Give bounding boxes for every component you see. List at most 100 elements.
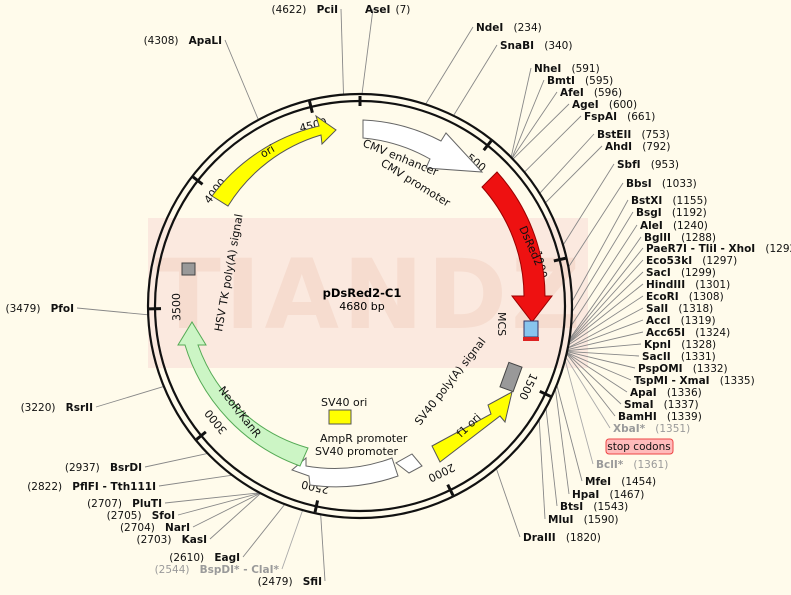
site-leader <box>425 26 474 105</box>
site-position: (1467) <box>609 489 644 501</box>
site-name: BclI* <box>596 459 624 471</box>
site-label: (2610) EagI <box>169 546 240 565</box>
site-name: ApaI <box>630 387 657 399</box>
site-label: BmtI (595) <box>547 69 613 88</box>
site-name: BsgI <box>636 207 662 219</box>
site-label: AleI (1240) <box>640 214 708 233</box>
label-sv40-ori: SV40 ori <box>321 396 367 409</box>
site-label: (4622) PciI <box>271 0 338 17</box>
site-position: (1292) <box>765 243 791 255</box>
site-name: ApaLI <box>189 35 222 47</box>
site-name: BstEII <box>597 129 631 141</box>
ori-arrow <box>211 114 337 207</box>
site-leader <box>566 352 622 405</box>
site-position: (1301) <box>695 279 730 291</box>
site-name: AccI <box>646 315 670 327</box>
site-name: AhdI <box>605 141 632 153</box>
scale-tick <box>446 483 455 497</box>
site-position: (1308) <box>689 291 724 303</box>
site-leader <box>545 407 558 507</box>
site-label: BglII (1288) <box>644 226 716 245</box>
site-label: (2703) KasI <box>137 528 207 547</box>
site-name: SbfI <box>617 159 641 171</box>
site-position: (1337) <box>664 399 699 411</box>
site-label: Acc65I (1324) <box>646 321 730 340</box>
site-name: KpnI <box>644 339 671 351</box>
site-position: (340) <box>544 40 572 52</box>
site-name: SfiI <box>303 576 322 588</box>
label-sv40-promoter: SV40 promoter <box>315 445 399 458</box>
site-name: Acc65I <box>646 327 685 339</box>
site-label: ApaI (1336) <box>630 381 702 400</box>
site-label: PspOMI (1332) <box>638 357 728 376</box>
site-leader <box>192 492 261 528</box>
site-label: HindIII (1301) <box>646 273 730 292</box>
label-ori: ori <box>258 142 277 160</box>
site-label: BsgI (1192) <box>636 201 707 220</box>
site-name: PluTI <box>132 498 162 510</box>
site-leader <box>144 453 208 468</box>
site-label: (3220) RsrII <box>21 396 93 415</box>
site-position: (3220) <box>21 402 56 414</box>
site-name: NdeI <box>476 22 503 34</box>
site-position: (4622) <box>271 4 306 16</box>
site-label: SalI (1318) <box>646 297 713 316</box>
site-leader <box>568 182 624 268</box>
site-name: KasI <box>182 534 207 546</box>
site-leader <box>567 307 644 349</box>
scale-tick <box>195 430 207 441</box>
site-position: (1335) <box>720 375 755 387</box>
scale-tick <box>308 100 314 114</box>
site-name: SfoI <box>152 510 175 522</box>
site-position: (1332) <box>693 363 728 375</box>
site-position: (234) <box>514 22 542 34</box>
site-name: PflFI - Tth111I <box>72 481 156 493</box>
site-leader <box>568 259 644 343</box>
restriction-sites: AseI (7)NdeI (234)SnaBI (340)NheI (591)B… <box>6 0 791 588</box>
site-name: SalI <box>646 303 668 315</box>
site-name: HindIII <box>646 279 685 291</box>
scale-tick <box>553 256 566 263</box>
site-position: (1318) <box>678 303 713 315</box>
site-position: (1155) <box>672 195 707 207</box>
mcs-stop-bar <box>523 337 539 341</box>
site-leader <box>554 388 570 495</box>
site-leader <box>524 115 582 173</box>
site-name: BbsI <box>626 178 652 190</box>
site-name: MfeI <box>585 476 611 488</box>
site-name: EagI <box>214 552 240 564</box>
site-leader <box>566 351 636 369</box>
site-leader <box>511 91 558 159</box>
site-label: BtsI (1543) <box>560 495 628 514</box>
plasmid-size: 4680 bp <box>339 300 384 313</box>
site-label: (4308) ApaLI <box>144 29 222 48</box>
site-leader <box>281 509 304 570</box>
site-leader <box>320 514 326 582</box>
scale-tick-label: 3500 <box>170 293 183 321</box>
site-label: AfeI (596) <box>560 81 622 100</box>
site-position: (2479) <box>258 576 293 588</box>
site-name: BstXI <box>631 195 662 207</box>
watermark-text: TIANDZ <box>155 239 584 351</box>
site-name: XbaI* <box>613 423 646 435</box>
site-position: (2705) <box>107 510 142 522</box>
site-name: AgeI <box>572 99 599 111</box>
site-leader <box>566 353 616 417</box>
site-label: MfeI (1454) <box>585 470 656 489</box>
site-leader <box>544 145 603 204</box>
site-label: AgeI (600) <box>572 93 637 112</box>
site-position: (1339) <box>667 411 702 423</box>
site-position: (600) <box>609 99 637 111</box>
site-label: EcoRI (1308) <box>646 285 724 304</box>
site-position: (2703) <box>137 534 172 546</box>
site-leader <box>568 271 644 343</box>
site-label: SmaI (1337) <box>624 393 699 412</box>
site-position: (661) <box>627 111 655 123</box>
ampr-promoter-arrow <box>395 453 423 474</box>
site-leader <box>539 133 595 194</box>
site-label: (2705) SfoI <box>107 504 175 523</box>
site-leader <box>566 352 632 381</box>
site-position: (2822) <box>27 481 62 493</box>
site-position: (1331) <box>681 351 716 363</box>
site-name: BtsI <box>560 501 583 513</box>
